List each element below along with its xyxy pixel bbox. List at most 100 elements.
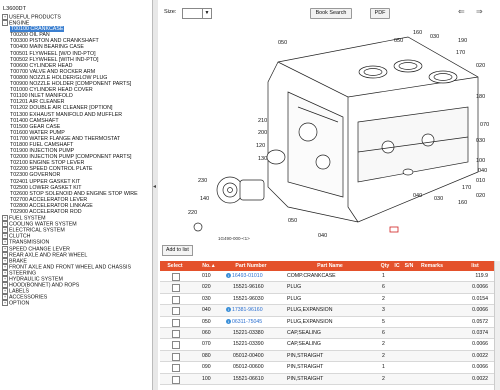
tree-leaf-item[interactable]: T02500 LOWER GASKET KIT [2,185,150,191]
expand-icon[interactable]: + [2,14,8,20]
info-icon[interactable]: i [226,307,231,313]
next-arrow-icon[interactable]: ⇒ [476,7,483,16]
tree-leaf-item[interactable]: T01900 INJECTION PUMP [2,148,150,154]
tree-leaf-item[interactable]: T01201 AIR CLEANER [2,99,150,105]
expand-icon[interactable]: + [2,221,8,228]
row-checkbox[interactable] [172,329,180,338]
header-select[interactable]: Select [167,263,183,269]
table-scrollbar[interactable] [494,261,500,390]
expand-icon[interactable]: + [2,233,8,240]
expand-icon[interactable]: + [2,257,8,264]
tree-leaf-item[interactable]: T01800 FUEL CAMSHAFT [2,142,150,148]
size-select[interactable]: ▼ [182,8,212,19]
tree-leaf-item[interactable]: T01600 WATER PUMP [2,130,150,136]
expand-icon[interactable]: + [2,251,8,258]
tree-group-item[interactable]: +LABELS [2,288,150,294]
row-checkbox[interactable] [172,284,180,293]
tree-leaf-item[interactable]: T00502 FLYWHEEL [WITH IND-PTO] [2,57,150,63]
header-part-name[interactable]: Part Name [317,263,343,269]
cell-part-number[interactable]: 15221-03380 [233,328,264,338]
book-search-button[interactable]: Book Search [310,8,352,19]
header-qty[interactable]: Qty [380,263,390,269]
header-part-number[interactable]: Part Number [235,263,267,269]
cell-part-number[interactable]: 15521-96160 [233,282,264,292]
row-checkbox[interactable] [172,341,180,350]
expand-icon[interactable]: + [2,276,8,283]
part-number-text[interactable]: 06311-75045 [232,318,263,325]
tree-group-item[interactable]: -ENGINE [2,20,150,26]
header-sn[interactable]: S/N [404,263,414,269]
tree-leaf-item[interactable]: T01300 EXHAUST MANIFOLD AND MUFFLER [2,112,150,118]
tree-group-item[interactable]: +TRANSMISSION [2,239,150,246]
expand-icon[interactable]: + [2,239,8,246]
expand-icon[interactable]: + [2,215,8,222]
tree-leaf-item[interactable]: T01000 CYLINDER HEAD COVER [2,87,150,93]
cell-part-number[interactable]: 15521-96030 [233,294,264,304]
row-checkbox[interactable] [172,375,180,384]
expand-icon[interactable]: + [2,227,8,234]
add-to-list-button[interactable]: Add to list [162,245,193,256]
part-number-text[interactable]: 17381-96160 [232,307,263,314]
tree-leaf-item[interactable]: T01400 CAMSHAFT [2,118,150,124]
expand-icon[interactable]: + [2,294,8,301]
tree-group-item[interactable]: +OPTION [2,300,150,307]
tree-leaf-item[interactable]: T02401 UPPER GASKET KIT [2,179,150,185]
tree-leaf-item[interactable]: T01500 GEAR CASE [2,124,150,130]
tree-leaf-item[interactable]: T02300 GOVERNOR [2,172,150,178]
prev-arrow-icon[interactable]: ⇐ [458,7,465,16]
tree-group-item[interactable]: +HYDRAULIC SYSTEM [2,276,150,282]
tree-leaf-item[interactable]: T02100 ENGINE STOP LEVER [2,160,150,166]
tree-group-item[interactable]: +CLUTCH [2,233,150,239]
tree-leaf-item[interactable]: T01700 WATER FLANGE AND THERMOSTAT [2,136,150,142]
tree-group-item[interactable]: +BRAKE [2,257,150,264]
row-checkbox[interactable] [172,273,180,281]
tree-group-item[interactable]: +FUEL SYSTEM [2,215,150,221]
chevron-down-icon[interactable]: ▼ [202,9,211,18]
tree-leaf-item[interactable]: T00900 NOZZLE HOLDER [COMPONENT PARTS] [2,81,150,87]
expand-icon[interactable]: + [2,245,8,252]
header-list[interactable]: list [471,263,479,269]
tree-leaf-item[interactable]: T00200 OIL PAN [2,32,150,38]
collapse-icon[interactable]: - [2,20,8,27]
tree-group-item[interactable]: +USEFUL PRODUCTS [2,14,150,20]
row-checkbox[interactable] [172,352,180,361]
header-no[interactable]: No.▲ [202,263,216,269]
tree-leaf-item[interactable]: T00800 NOZZLE HOLDER/GLOW PLUG [2,75,150,81]
expand-icon[interactable]: + [2,269,8,276]
tree-leaf-item[interactable]: T02200 SPEED CONTROL PLATE [2,166,150,172]
tree-group-item[interactable]: +HOOD(BONNET) AND ROPS [2,282,150,288]
panel-splitter[interactable]: ◂ [152,0,158,390]
pdf-button[interactable]: PDF [370,8,390,19]
cell-part-number[interactable]: 05012-00600 [233,362,264,372]
header-ic[interactable]: IC [394,263,400,269]
tree-leaf-item[interactable]: T00400 MAIN BEARING CASE [2,44,150,50]
row-checkbox[interactable] [172,364,180,373]
part-number-text[interactable]: 16493-01010 [232,273,263,279]
tree-leaf-item[interactable]: T00300 PISTON AND CRANKSHAFT [2,38,150,44]
tree-leaf-item[interactable]: T01100 INLET MANIFOLD [2,93,150,99]
tree-leaf-item[interactable]: T00100 CRANKCASE [2,26,150,33]
expand-icon[interactable]: + [2,282,8,289]
row-checkbox[interactable] [172,295,180,304]
info-icon[interactable]: i [226,318,231,324]
tree-leaf-item[interactable]: T02000 INJECTION PUMP [COMPONENT PARTS] [2,154,150,160]
info-icon[interactable]: i [226,273,231,278]
tree-leaf-item[interactable]: T02600 STOP SOLENOID AND ENGINE STOP WIR… [2,191,150,197]
expand-icon[interactable]: + [2,288,8,295]
tree-leaf-item[interactable]: T00501 FLYWHEEL [W/O IND-PTO] [2,51,150,57]
tree-leaf-item[interactable]: T02700 ACCELERATOR LEVER [2,197,150,203]
collapse-arrow-icon[interactable]: ◂ [153,184,157,190]
